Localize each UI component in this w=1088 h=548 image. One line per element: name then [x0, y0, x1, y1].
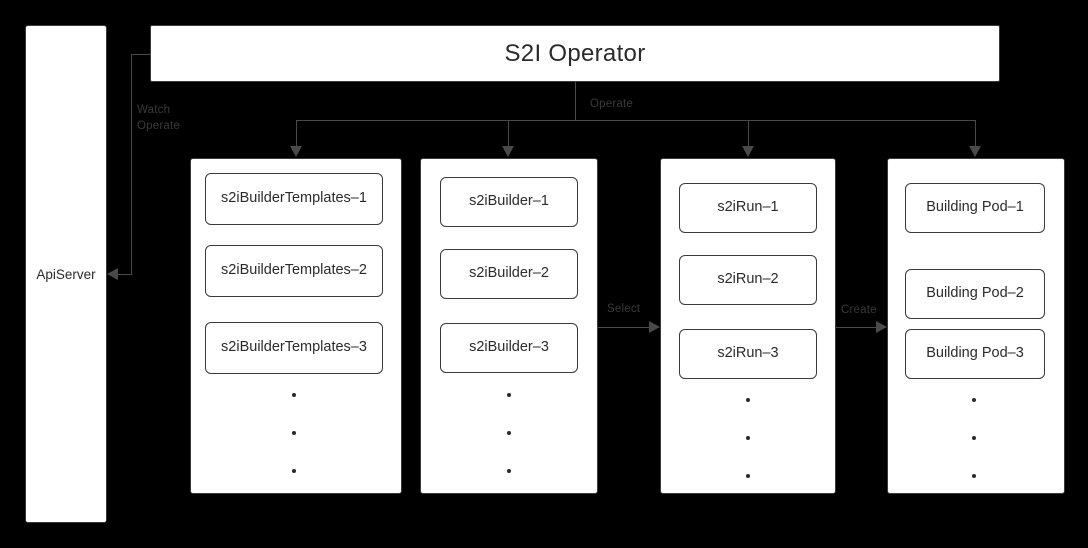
- card-label: Building Pod–2: [926, 285, 1024, 302]
- ellipsis-dot: [746, 436, 750, 440]
- card-s2ibuilder-1[interactable]: s2iBuilder–1: [440, 177, 578, 227]
- card-label: Building Pod–1: [926, 199, 1024, 216]
- ellipsis-dot: [746, 474, 750, 478]
- ellipsis-dot: [746, 398, 750, 402]
- s2i-operator-box[interactable]: S2I Operator: [150, 25, 1000, 82]
- apiserver-label: ApiServer: [36, 266, 96, 282]
- card-label: Building Pod–3: [926, 345, 1024, 362]
- card-label: s2iRun–1: [717, 199, 779, 216]
- watch-connector-top-segment: [131, 54, 151, 55]
- ellipsis-dot: [972, 474, 976, 478]
- edge-label-create: Create: [841, 304, 877, 316]
- card-s2ibuilder-2[interactable]: s2iBuilder–2: [440, 249, 578, 299]
- card-label: s2iRun–2: [717, 271, 779, 288]
- card-building-pod-2[interactable]: Building Pod–2: [905, 269, 1045, 319]
- operate-bus-rail: [296, 120, 976, 121]
- create-connector-arrowhead: [876, 321, 887, 333]
- ellipsis-s2irun: [746, 398, 750, 478]
- card-label: s2iRun–3: [717, 345, 779, 362]
- apiserver-box[interactable]: ApiServer: [25, 25, 107, 523]
- select-connector-line: [598, 327, 650, 328]
- ellipsis-s2ibuildertemplates: [292, 393, 296, 473]
- operate-branch-4: [975, 120, 976, 146]
- page-title: S2I Operator: [504, 39, 646, 67]
- ellipsis-dot: [507, 393, 511, 397]
- select-connector-arrowhead: [649, 321, 660, 333]
- card-s2irun-1[interactable]: s2iRun–1: [679, 183, 817, 233]
- ellipsis-dot: [292, 469, 296, 473]
- operate-arrow-2: [502, 146, 514, 157]
- card-label: s2iBuilderTemplates–1: [221, 190, 367, 207]
- card-label: s2iBuilder–2: [469, 265, 549, 282]
- ellipsis-dot: [507, 469, 511, 473]
- operate-arrow-1: [290, 146, 302, 157]
- card-s2ibuildertemplates-1[interactable]: s2iBuilderTemplates–1: [205, 173, 383, 225]
- operate-arrow-3: [742, 146, 754, 157]
- card-label: s2iBuilderTemplates–2: [221, 262, 367, 279]
- watch-connector-vertical-segment: [131, 54, 132, 274]
- card-s2irun-2[interactable]: s2iRun–2: [679, 255, 817, 305]
- ellipsis-building-pod: [972, 398, 976, 478]
- ellipsis-s2ibuilder: [507, 393, 511, 473]
- card-s2irun-3[interactable]: s2iRun–3: [679, 329, 817, 379]
- card-label: s2iBuilder–1: [469, 193, 549, 210]
- ellipsis-dot: [972, 436, 976, 440]
- edge-label-operate-center: Operate: [590, 98, 633, 110]
- edge-label-operate-left: Operate: [137, 120, 180, 132]
- operate-branch-2: [508, 120, 509, 146]
- card-building-pod-3[interactable]: Building Pod–3: [905, 329, 1045, 379]
- ellipsis-dot: [292, 393, 296, 397]
- edge-label-watch: Watch: [137, 104, 171, 116]
- operate-branch-1: [296, 120, 297, 146]
- edge-label-select: Select: [607, 303, 641, 315]
- card-label: s2iBuilder–3: [469, 339, 549, 356]
- card-s2ibuildertemplates-2[interactable]: s2iBuilderTemplates–2: [205, 245, 383, 297]
- card-building-pod-1[interactable]: Building Pod–1: [905, 183, 1045, 233]
- card-label: s2iBuilderTemplates–3: [221, 339, 367, 356]
- operate-branch-3: [748, 120, 749, 146]
- watch-connector-arrowhead: [107, 268, 118, 280]
- ellipsis-dot: [292, 431, 296, 435]
- ellipsis-dot: [972, 398, 976, 402]
- card-s2ibuildertemplates-3[interactable]: s2iBuilderTemplates–3: [205, 322, 383, 374]
- card-s2ibuilder-3[interactable]: s2iBuilder–3: [440, 323, 578, 373]
- create-connector-line: [836, 327, 877, 328]
- ellipsis-dot: [507, 431, 511, 435]
- operate-arrow-4: [969, 146, 981, 157]
- watch-connector-bottom-segment: [118, 274, 132, 275]
- operate-bus-stem: [575, 82, 576, 120]
